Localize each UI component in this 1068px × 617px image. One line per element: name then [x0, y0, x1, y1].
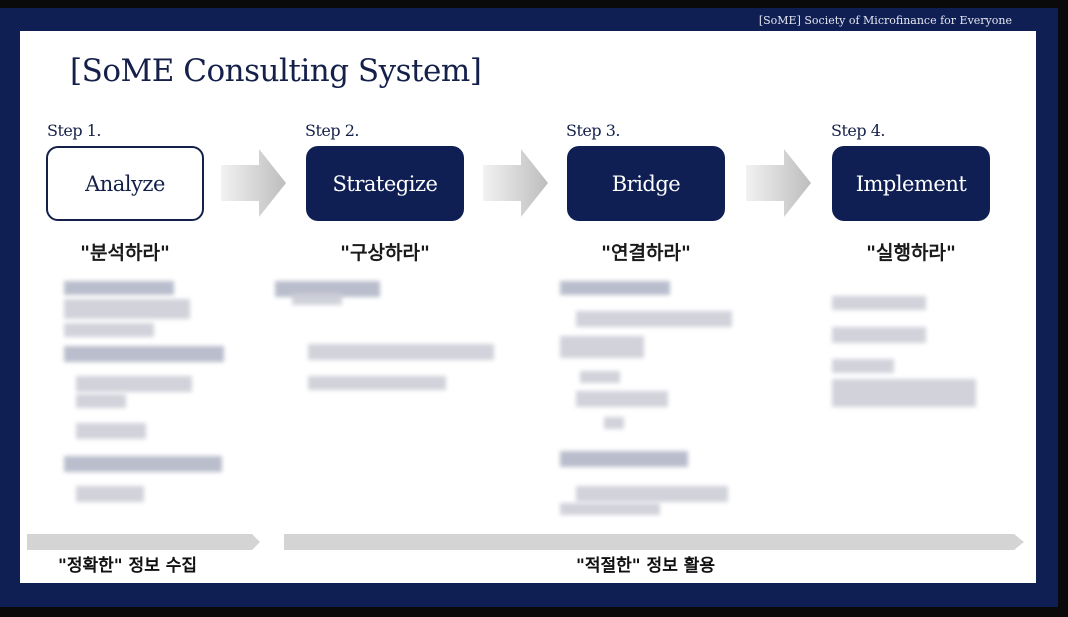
- slide-canvas: [SoME Consulting System] Step 1. Step 2.…: [20, 31, 1036, 583]
- step-2-label: Step 2.: [305, 121, 359, 140]
- phase-1-caption: "정확한" 정보 수집: [58, 556, 198, 576]
- phase-2-caption: "적절한" 정보 활용: [576, 556, 716, 576]
- step-3-subtitle: "연결하라": [601, 242, 691, 264]
- phase-1-bar: [27, 534, 260, 550]
- step-2-to-3-arrow-icon: [483, 149, 548, 217]
- step-4-box: Implement: [832, 146, 990, 221]
- step-1-to-2-arrow-icon: [221, 149, 286, 217]
- step-1-label: Step 1.: [47, 121, 101, 140]
- step-4-label: Step 4.: [831, 121, 885, 140]
- step-2-box: Strategize: [306, 146, 464, 221]
- step-1-box: Analyze: [46, 146, 204, 221]
- step-3-label: Step 3.: [566, 121, 620, 140]
- step-4-subtitle: "실행하라": [866, 242, 956, 264]
- step-2-subtitle: "구상하라": [340, 242, 430, 264]
- org-header: [SoME] Society of Microfinance for Every…: [758, 14, 1012, 27]
- phase-2-bar: [284, 534, 1024, 550]
- slide-title: [SoME Consulting System]: [70, 53, 482, 89]
- step-3-box: Bridge: [567, 146, 725, 221]
- step-3-to-4-arrow-icon: [746, 149, 811, 217]
- slide-frame: [SoME] Society of Microfinance for Every…: [0, 8, 1058, 607]
- step-1-subtitle: "분석하라": [80, 242, 170, 264]
